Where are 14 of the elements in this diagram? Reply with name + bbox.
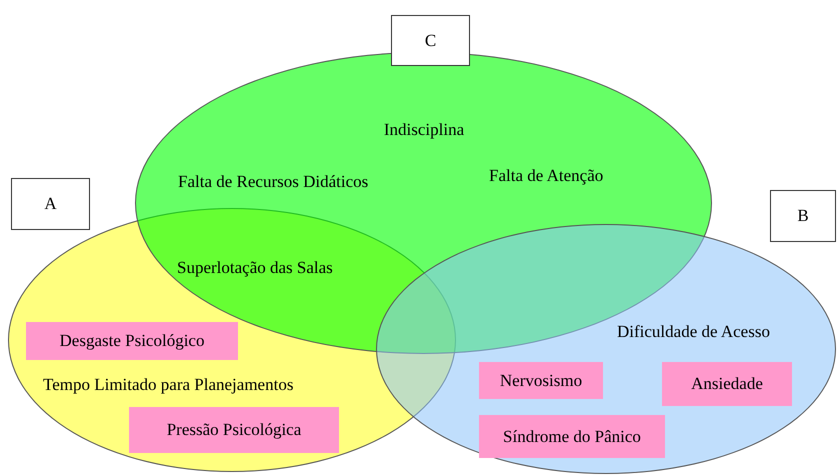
item-tag: Síndrome do Pânico [479,415,665,458]
category-text: Falta de Recursos Didáticos [178,172,368,192]
set-label-box: A [11,178,90,230]
category-text: Indisciplina [384,120,464,140]
category-text: Tempo Limitado para Planejamentos [43,375,294,395]
item-tag: Pressão Psicológica [129,407,339,453]
set-label-box: B [770,190,836,242]
item-tag: Ansiedade [662,362,792,406]
item-tag: Desgaste Psicológico [26,322,238,360]
category-text: Falta de Atenção [489,166,604,186]
set-label-box: C [391,15,470,66]
overlap-text: Superlotação das Salas [177,258,333,278]
item-tag: Nervosismo [479,362,603,399]
category-text: Dificuldade de Acesso [617,322,770,342]
